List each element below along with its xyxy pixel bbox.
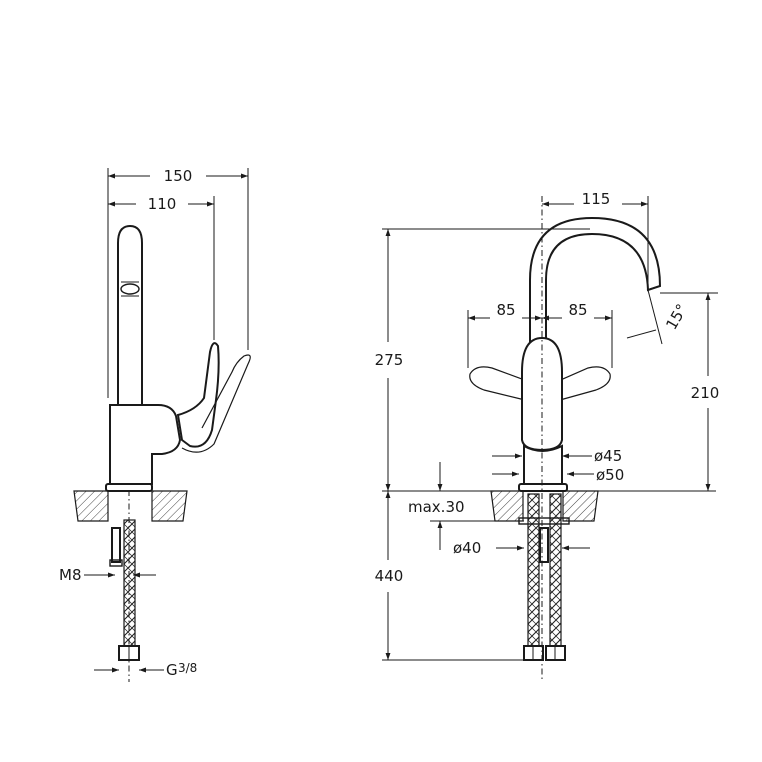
side-connection-base: G: [166, 661, 178, 679]
front-base-flange: [518, 483, 568, 492]
front-dim-210: 210: [660, 292, 720, 491]
front-dim-counter: max.30: [408, 462, 524, 550]
front-counter-max-label: max.30: [408, 498, 465, 516]
front-dim-85: 85 85: [467, 301, 613, 368]
front-reach-label: 115: [582, 190, 611, 208]
side-connection-frac: 3/8: [178, 661, 197, 675]
front-dim-275: 275: [375, 228, 590, 491]
side-aerator: [120, 283, 140, 295]
side-tap-body: [109, 224, 251, 485]
front-dim-angle: 15°: [626, 289, 691, 345]
front-dim-440: 440: [375, 491, 526, 661]
front-countertop: [490, 490, 599, 522]
side-dim-110: 110: [108, 195, 215, 340]
front-tap-body: [518, 216, 662, 492]
front-ghost-levers: [469, 366, 611, 401]
side-connection-hoses: [109, 490, 140, 682]
front-hole-label: ø40: [453, 539, 481, 557]
front-angle-label: 15°: [662, 301, 691, 333]
front-dim-hole: ø40: [453, 539, 590, 557]
side-view: 150 110 M8 G 3/8: [59, 167, 251, 682]
front-lever-left-label: 85: [496, 301, 515, 319]
side-dim-g38: G 3/8: [94, 661, 197, 679]
side-base-flange: [105, 483, 153, 492]
front-base-small-label: ø45: [594, 447, 622, 465]
front-lever-right-label: 85: [568, 301, 587, 319]
side-depth-label: 150: [164, 167, 193, 185]
front-dim-115: 115: [542, 190, 649, 290]
side-dim-m8: M8: [59, 566, 156, 584]
front-hose-length-label: 440: [375, 567, 404, 585]
front-height-label: 275: [375, 351, 404, 369]
side-thread-label: M8: [59, 566, 82, 584]
front-spout-height-label: 210: [691, 384, 720, 402]
front-connection-hoses: [518, 493, 570, 661]
front-base-large-label: ø50: [596, 466, 624, 484]
side-reach-label: 110: [148, 195, 177, 213]
front-view: 115 85 85 15° 275: [375, 190, 720, 682]
front-dim-base-diameters: ø45 ø50: [492, 447, 624, 484]
side-countertop: [73, 490, 188, 522]
